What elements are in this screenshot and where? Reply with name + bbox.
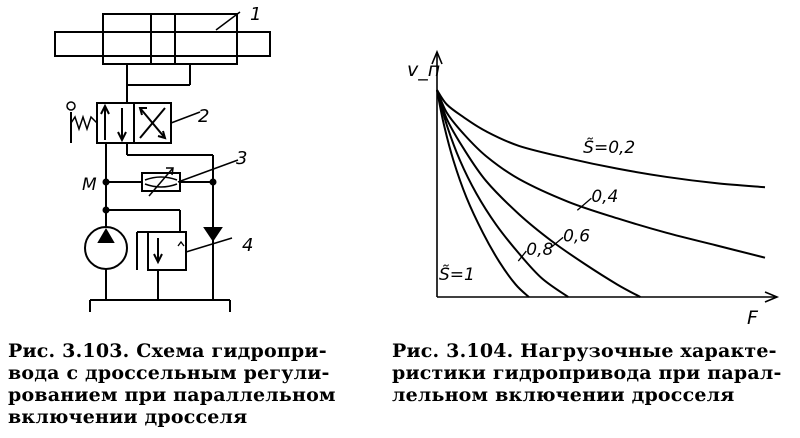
label-throttle: 3 bbox=[236, 148, 247, 169]
series-label-leader-2 bbox=[550, 236, 564, 248]
series-label-1: 0,4 bbox=[591, 187, 618, 207]
series-line-1 bbox=[436, 89, 766, 259]
series-line-3 bbox=[436, 89, 569, 298]
series-label-2: 0,6 bbox=[563, 226, 590, 246]
x-axis-label: F bbox=[747, 307, 759, 329]
series-label-0: S̃=0,2 bbox=[583, 137, 635, 158]
figure-caption-left: Рис. 3.103. Схема гидропри- вода с дросс… bbox=[8, 340, 336, 428]
label-cylinder: 1 bbox=[250, 4, 261, 25]
load-characteristics-chart: S̃=0,2 0,40,6 0,8S̃=1 v_п F bbox=[407, 49, 780, 329]
figure-caption-right: Рис. 3.104. Нагрузочные характе- ристики… bbox=[392, 340, 782, 406]
pump bbox=[84, 226, 128, 270]
label-node: M bbox=[82, 175, 97, 195]
series-line-2 bbox=[436, 89, 641, 298]
relief-valve bbox=[147, 231, 233, 271]
label-relief-valve: 4 bbox=[242, 235, 253, 256]
hydraulic-schematic: 1 2 3 4 M bbox=[54, 4, 271, 312]
label-distributor: 2 bbox=[198, 106, 209, 127]
series-line-0 bbox=[436, 89, 766, 189]
series-label-4: S̃=1 bbox=[439, 264, 475, 285]
throttle-valve bbox=[141, 167, 181, 197]
series-label-3: 0,8 bbox=[526, 240, 553, 260]
y-axis-label: v_п bbox=[407, 59, 440, 81]
directional-valve bbox=[66, 101, 201, 144]
series-label-leader-3 bbox=[517, 250, 527, 262]
series-label-leader-1 bbox=[576, 197, 592, 211]
series-line-4 bbox=[436, 89, 530, 298]
hydraulic-cylinder bbox=[54, 11, 271, 65]
